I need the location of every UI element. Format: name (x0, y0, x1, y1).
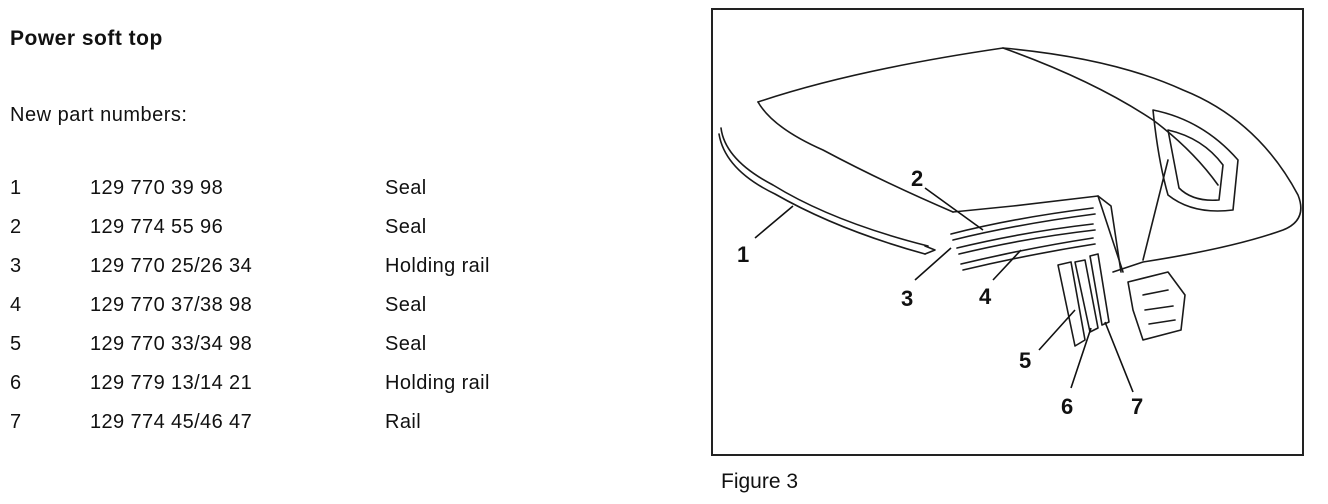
latch-mechanism (1127, 271, 1186, 341)
callout-3: 3 (901, 286, 913, 311)
callout-1: 1 (737, 242, 749, 267)
pillar-inner (1097, 195, 1124, 273)
seal-1-strip (720, 127, 929, 247)
seal-1-strip-inner (718, 133, 926, 255)
part-number: 129 770 33/34 98 (90, 333, 253, 355)
soft-top-illustration: 1 2 3 4 5 6 7 (718, 47, 1302, 419)
part-index: 6 (10, 372, 22, 394)
part-description: Seal (385, 333, 427, 355)
part-number: 129 770 37/38 98 (90, 294, 253, 316)
seal-4-strip-b (962, 243, 1096, 271)
rear-window-inner (1167, 129, 1224, 202)
part-row: 3 129 770 25/26 34 Holding rail (10, 255, 570, 294)
part-row: 4 129 770 37/38 98 Seal (10, 294, 570, 333)
part-row: 2 129 774 55 96 Seal (10, 216, 570, 255)
parts-list: 1 129 770 39 98 Seal 2 129 774 55 96 Sea… (10, 177, 570, 450)
part-row: 7 129 774 45/46 47 Rail (10, 411, 570, 450)
seal-2-strip (950, 207, 1094, 235)
part-index: 2 (10, 216, 22, 238)
callout-2: 2 (911, 166, 923, 191)
callout-7: 7 (1131, 394, 1143, 419)
roof-front-edge (757, 101, 954, 213)
leader-line-1 (754, 205, 794, 239)
rail-6-strip (1074, 259, 1099, 333)
figure-frame: 1 2 3 4 5 6 7 (711, 8, 1304, 456)
part-number: 129 774 45/46 47 (90, 411, 253, 433)
callout-5: 5 (1019, 348, 1031, 373)
seal-2-strip-b (952, 213, 1096, 241)
roof-outline (757, 47, 1302, 273)
rail-7-strip (1089, 253, 1110, 326)
leader-line-7 (1104, 321, 1134, 393)
part-index: 4 (10, 294, 22, 316)
part-number: 129 770 25/26 34 (90, 255, 253, 277)
figure-caption: Figure 3 (721, 470, 799, 493)
part-index: 3 (10, 255, 22, 277)
part-row: 1 129 770 39 98 Seal (10, 177, 570, 216)
part-description: Seal (385, 177, 427, 199)
document-subtitle: New part numbers: (10, 104, 188, 126)
leader-line-4 (992, 249, 1022, 281)
part-description: Holding rail (385, 372, 490, 394)
rail-3-strip (956, 223, 1094, 249)
part-index: 5 (10, 333, 22, 355)
seal-4-strip (960, 237, 1094, 265)
roof-inner-edge (1002, 47, 1219, 186)
pillar (1142, 159, 1169, 261)
leader-line-2 (924, 187, 984, 231)
rear-window (1152, 109, 1239, 212)
part-index: 1 (10, 177, 22, 199)
callout-6: 6 (1061, 394, 1073, 419)
rail-3-strip-b (958, 229, 1096, 255)
part-description: Holding rail (385, 255, 490, 277)
part-description: Rail (385, 411, 422, 433)
part-index: 7 (10, 411, 22, 433)
latch-detail (1142, 289, 1176, 325)
seal-5-strip (1057, 261, 1086, 347)
part-description: Seal (385, 294, 427, 316)
part-row: 6 129 779 13/14 21 Holding rail (10, 372, 570, 411)
seal-1-strip-tip (924, 245, 936, 255)
document-title: Power soft top (10, 27, 163, 50)
part-number: 129 770 39 98 (90, 177, 224, 199)
part-description: Seal (385, 216, 427, 238)
part-number: 129 774 55 96 (90, 216, 224, 238)
part-number: 129 779 13/14 21 (90, 372, 253, 394)
part-row: 5 129 770 33/34 98 Seal (10, 333, 570, 372)
leader-line-6 (1070, 327, 1092, 389)
leader-line-3 (914, 247, 952, 281)
callout-4: 4 (979, 284, 992, 309)
leader-line-5 (1038, 309, 1076, 351)
